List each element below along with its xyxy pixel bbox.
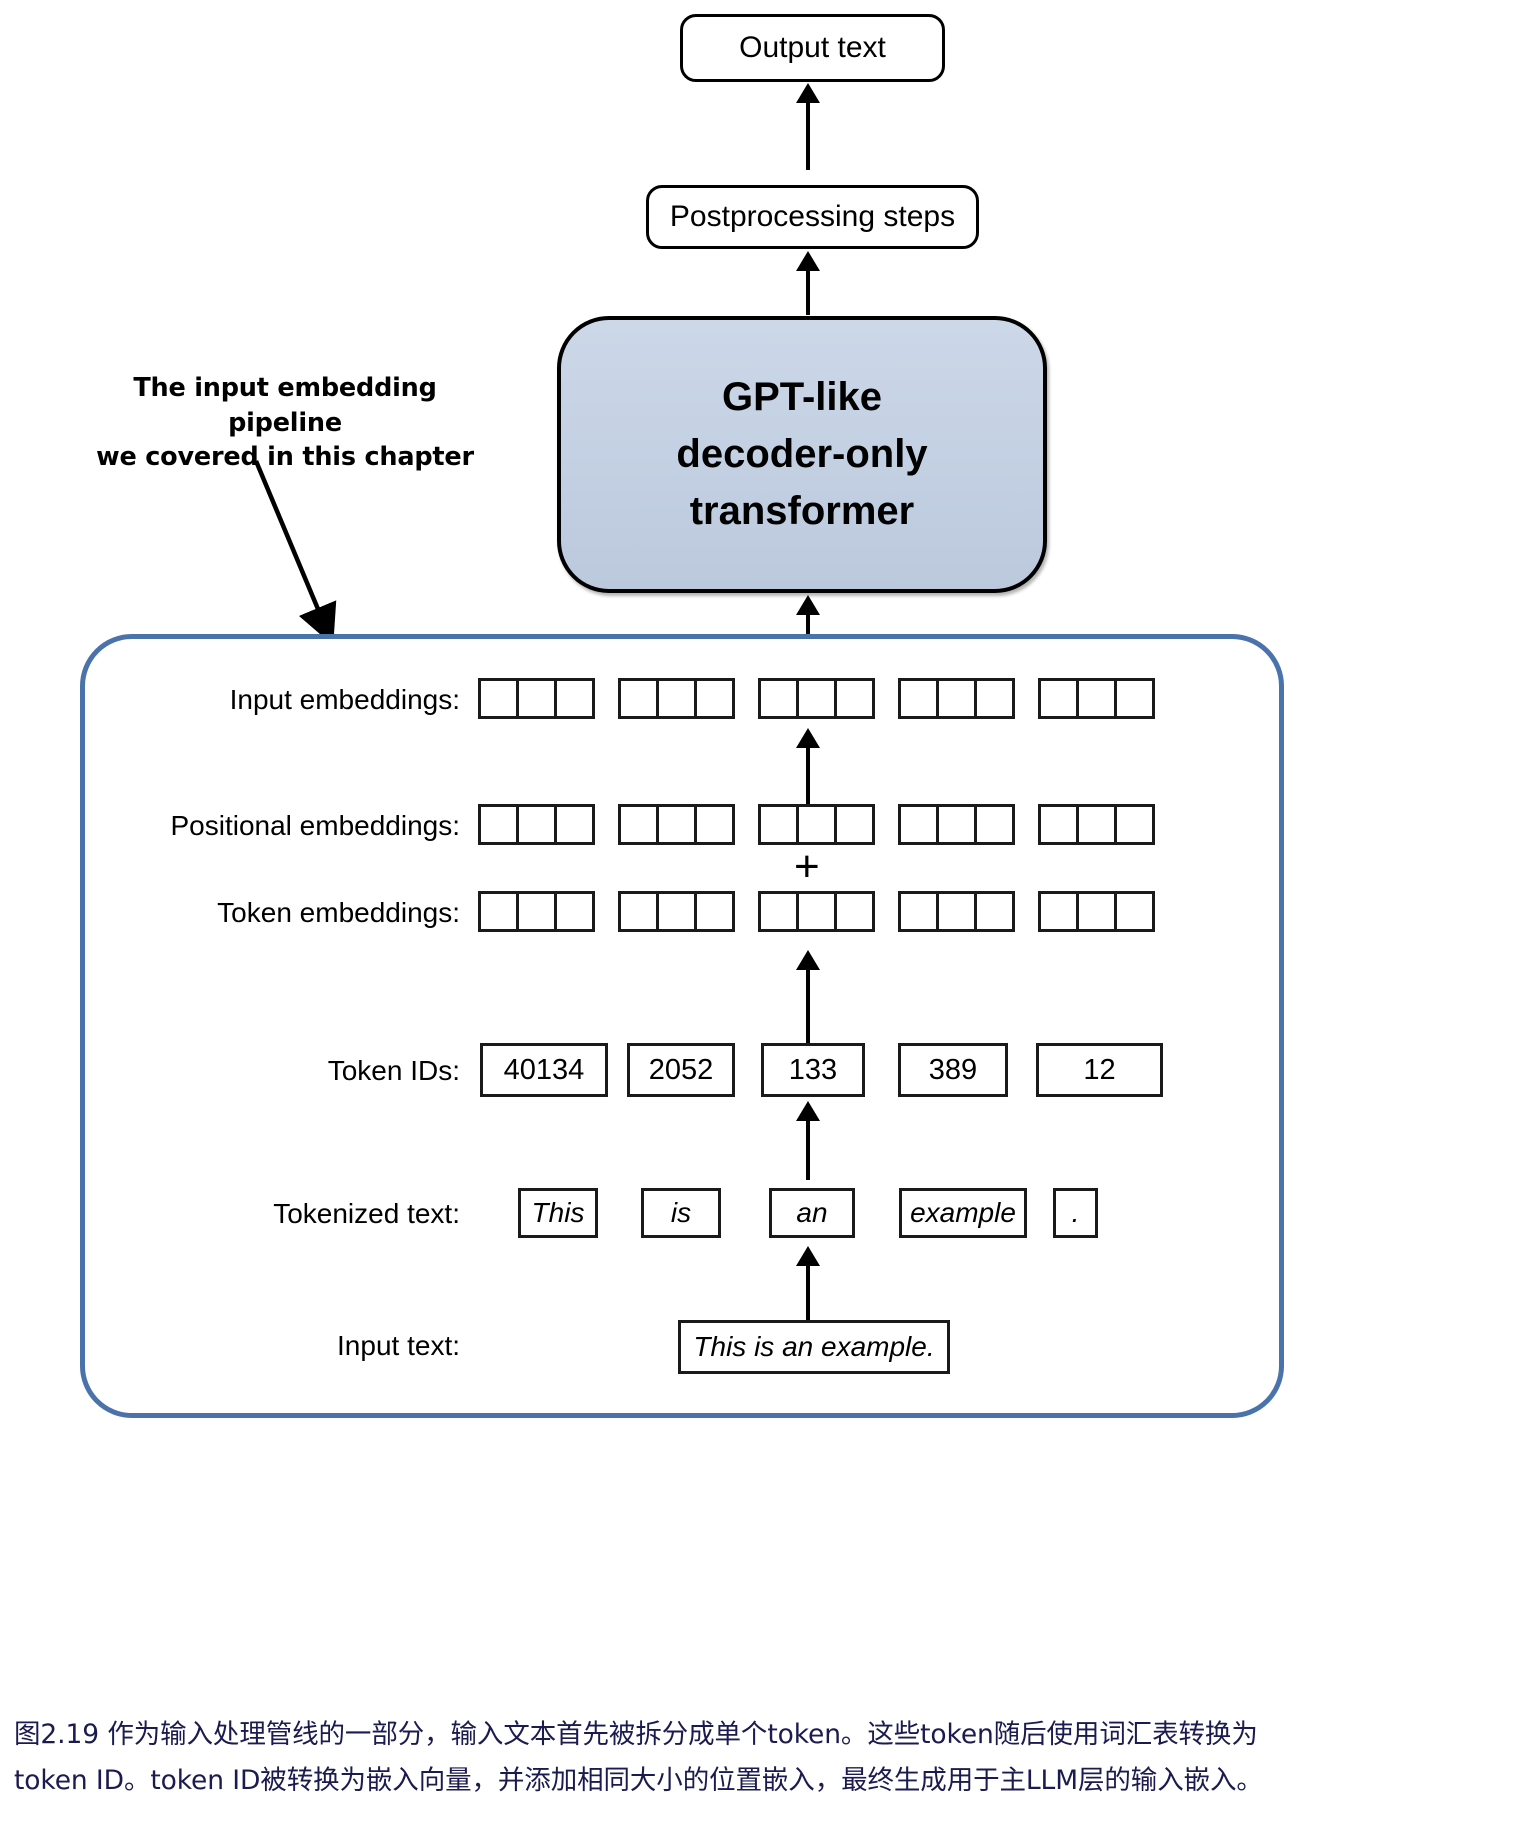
input-embedding-pipeline-container: [80, 634, 1284, 1418]
embedding-cell: [554, 804, 595, 845]
embedding-cell: [1076, 804, 1117, 845]
embedding-cell: [1038, 678, 1079, 719]
row-label-input-embeddings: Input embeddings:: [229, 684, 460, 715]
embedding-cell: [1114, 678, 1155, 719]
embedding-cell: [1114, 891, 1155, 932]
embedding-cell: [478, 891, 519, 932]
token-id-box: 12: [1036, 1043, 1163, 1097]
embedding-cell: [796, 891, 837, 932]
token-id-box: 389: [898, 1043, 1008, 1097]
row-label-token-ids: Token IDs:: [327, 1055, 460, 1086]
positional-embedding-group: [758, 804, 875, 845]
annotation-text: The input embedding pipeline we covered …: [85, 371, 485, 475]
embedding-cell: [834, 804, 875, 845]
embedding-cell: [936, 891, 977, 932]
embedding-cell: [758, 678, 799, 719]
embedding-cell: [898, 804, 939, 845]
embedding-cell: [936, 678, 977, 719]
embedding-cell: [516, 891, 557, 932]
embedding-cell: [796, 804, 837, 845]
arrow-postprocessing-to-output: [806, 100, 810, 170]
positional-embedding-group: [1038, 804, 1155, 845]
row-label-tokenized-text: Tokenized text:: [273, 1198, 460, 1229]
arrow-model-to-postprocessing: [806, 268, 810, 315]
token-embedding-group: [1038, 891, 1155, 932]
embedding-cell: [796, 678, 837, 719]
token-id-box: 2052: [627, 1043, 735, 1097]
embedding-cell: [618, 891, 659, 932]
positional-embedding-group: [898, 804, 1015, 845]
gpt-box-label: GPT-like decoder-only transformer: [676, 375, 928, 533]
embedding-cell: [1114, 804, 1155, 845]
embedding-cell: [656, 891, 697, 932]
input-embedding-group: [618, 678, 735, 719]
tokenized-text-box: .: [1053, 1188, 1098, 1238]
embedding-cell: [758, 891, 799, 932]
embedding-cell: [656, 804, 697, 845]
gpt-like-decoder-transformer-box: GPT-like decoder-only transformer: [557, 316, 1047, 593]
tokenized-text-box: is: [641, 1188, 721, 1238]
input-text-box: This is an example.: [678, 1320, 950, 1374]
annotation-label: The input embedding pipeline we covered …: [96, 373, 474, 473]
embedding-cell: [1038, 891, 1079, 932]
embedding-cell: [1076, 678, 1117, 719]
token-embedding-group: [758, 891, 875, 932]
embedding-cell: [694, 678, 735, 719]
arrow-token-ids-to-embeddings: [806, 967, 810, 1047]
arrow-sum-to-input-embeddings: [806, 745, 810, 807]
embedding-cell: [936, 804, 977, 845]
embedding-cell: [516, 678, 557, 719]
annotation-pointer-arrow: [253, 460, 337, 646]
arrow-tokens-to-token-ids: [806, 1118, 810, 1180]
caption-line-2: token ID。token ID被转换为嵌入向量，并添加相同大小的位置嵌入，最…: [14, 1764, 1263, 1796]
plus-icon: +: [794, 842, 820, 891]
positional-embedding-group: [478, 804, 595, 845]
embedding-cell: [694, 891, 735, 932]
tokenized-text-box: This: [518, 1188, 598, 1238]
embedding-cell: [758, 804, 799, 845]
token-embedding-group: [898, 891, 1015, 932]
input-embedding-group: [1038, 678, 1155, 719]
positional-embedding-group: [618, 804, 735, 845]
tokenized-text-box: example: [899, 1188, 1027, 1238]
figure-caption: 图2.19 作为输入处理管线的一部分，输入文本首先被拆分成单个token。这些t…: [14, 1712, 1506, 1803]
embedding-cell: [834, 678, 875, 719]
embedding-cell: [516, 804, 557, 845]
embedding-cell: [694, 804, 735, 845]
embedding-cell: [898, 891, 939, 932]
token-embedding-group: [618, 891, 735, 932]
caption-line-1: 图2.19 作为输入处理管线的一部分，输入文本首先被拆分成单个token。这些t…: [14, 1719, 1258, 1750]
embedding-cell: [834, 891, 875, 932]
embedding-cell: [478, 678, 519, 719]
embedding-cell: [554, 891, 595, 932]
embedding-cell: [974, 891, 1015, 932]
token-embedding-group: [478, 891, 595, 932]
row-label-token-embeddings: Token embeddings:: [217, 897, 460, 928]
arrow-input-text-to-tokens: [806, 1263, 810, 1325]
embedding-cell: [974, 678, 1015, 719]
embedding-cell: [554, 678, 595, 719]
input-embedding-group: [758, 678, 875, 719]
embedding-cell: [618, 678, 659, 719]
output-text-box: Output text: [680, 14, 945, 82]
embedding-cell: [1076, 891, 1117, 932]
input-embedding-group: [478, 678, 595, 719]
embedding-cell: [974, 804, 1015, 845]
row-label-positional-embeddings: Positional embeddings:: [170, 810, 460, 841]
token-id-box: 40134: [480, 1043, 608, 1097]
input-embedding-group: [898, 678, 1015, 719]
embedding-cell: [656, 678, 697, 719]
row-label-input-text: Input text:: [337, 1330, 460, 1361]
embedding-cell: [1038, 804, 1079, 845]
embedding-cell: [618, 804, 659, 845]
embedding-cell: [478, 804, 519, 845]
tokenized-text-box: an: [769, 1188, 855, 1238]
token-id-box: 133: [761, 1043, 865, 1097]
postprocessing-steps-box: Postprocessing steps: [646, 185, 979, 249]
embedding-cell: [898, 678, 939, 719]
